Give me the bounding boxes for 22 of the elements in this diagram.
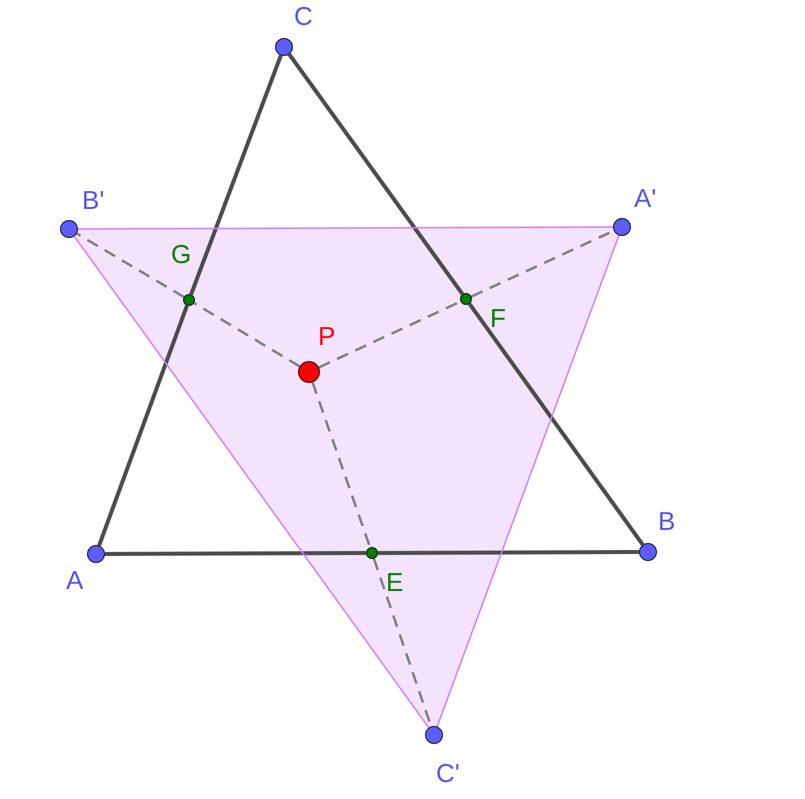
dashed-line (76, 232, 184, 298)
point-label: G (171, 240, 192, 268)
point-label: A (66, 566, 84, 594)
line-segment (78, 226, 613, 230)
point-label: A' (634, 184, 656, 212)
line-segment (378, 550, 639, 555)
point-label: B' (82, 186, 104, 214)
point-label: C (294, 2, 313, 30)
dashed-line (194, 302, 300, 368)
line-segment (74, 236, 430, 728)
line-segment (436, 235, 620, 727)
point-label: B (658, 507, 676, 535)
line-segment (288, 53, 464, 296)
line-segment (105, 551, 366, 556)
point-label: C' (436, 759, 460, 787)
point-label: E (386, 568, 404, 596)
point-label: F (490, 304, 506, 332)
line-segment (97, 304, 189, 546)
point-label: P (318, 322, 336, 350)
line-segment (189, 54, 283, 296)
line-segment (468, 302, 644, 546)
dashed-line (311, 382, 372, 548)
